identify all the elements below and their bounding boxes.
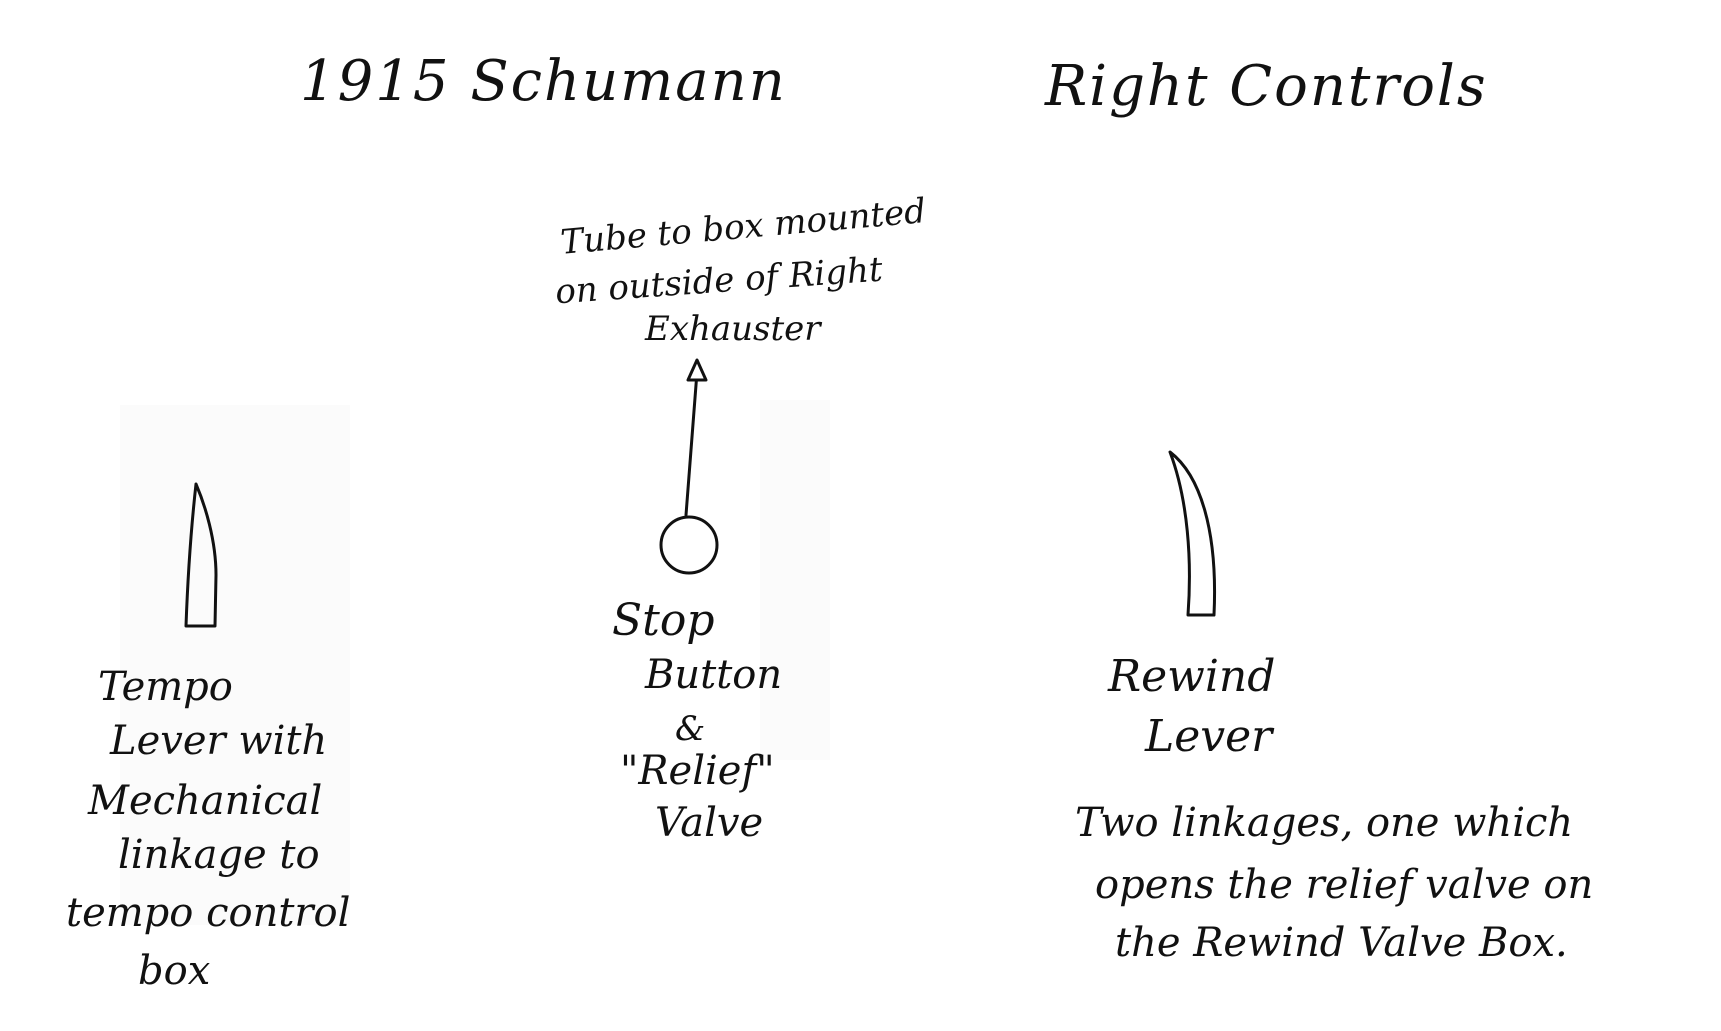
- tempo-label-line-1: Tempo: [98, 664, 233, 710]
- scan-artifact-center: [760, 400, 830, 760]
- tempo-label-line-6: box: [138, 948, 211, 994]
- tube-arrow-shaft: [684, 370, 699, 517]
- tempo-label-line-2: Lever with: [110, 718, 328, 764]
- stop-label-line-1: Stop: [612, 595, 715, 646]
- rewind-label-line-1: Rewind: [1108, 651, 1276, 702]
- rewind-note-line-1: Two linkages, one which: [1075, 800, 1574, 846]
- tempo-lever-shape: [184, 482, 218, 628]
- tempo-label-line-3: Mechanical: [88, 778, 323, 824]
- diagram-title: 1915 Schumann: [300, 49, 787, 114]
- tube-arrow-head: [686, 358, 708, 382]
- rewind-note-line-3: the Rewind Valve Box.: [1115, 920, 1568, 966]
- rewind-lever-shape: [1168, 450, 1217, 617]
- stop-label-line-5: Valve: [655, 800, 764, 846]
- stop-button-shape: [659, 515, 719, 575]
- diagram-subtitle: Right Controls: [1045, 54, 1488, 119]
- rewind-label-line-2: Lever: [1145, 711, 1273, 762]
- tempo-label-line-4: linkage to: [118, 832, 320, 878]
- stop-label-line-4: "Relief": [620, 748, 775, 794]
- stop-label-line-2: Button: [645, 652, 783, 698]
- tempo-label-line-5: tempo control: [66, 890, 351, 936]
- rewind-note-line-2: opens the relief valve on: [1095, 862, 1594, 908]
- scan-artifact-left: [120, 405, 350, 925]
- tube-label-line-3: Exhauster: [645, 309, 821, 349]
- stop-label-line-3: &: [675, 709, 706, 749]
